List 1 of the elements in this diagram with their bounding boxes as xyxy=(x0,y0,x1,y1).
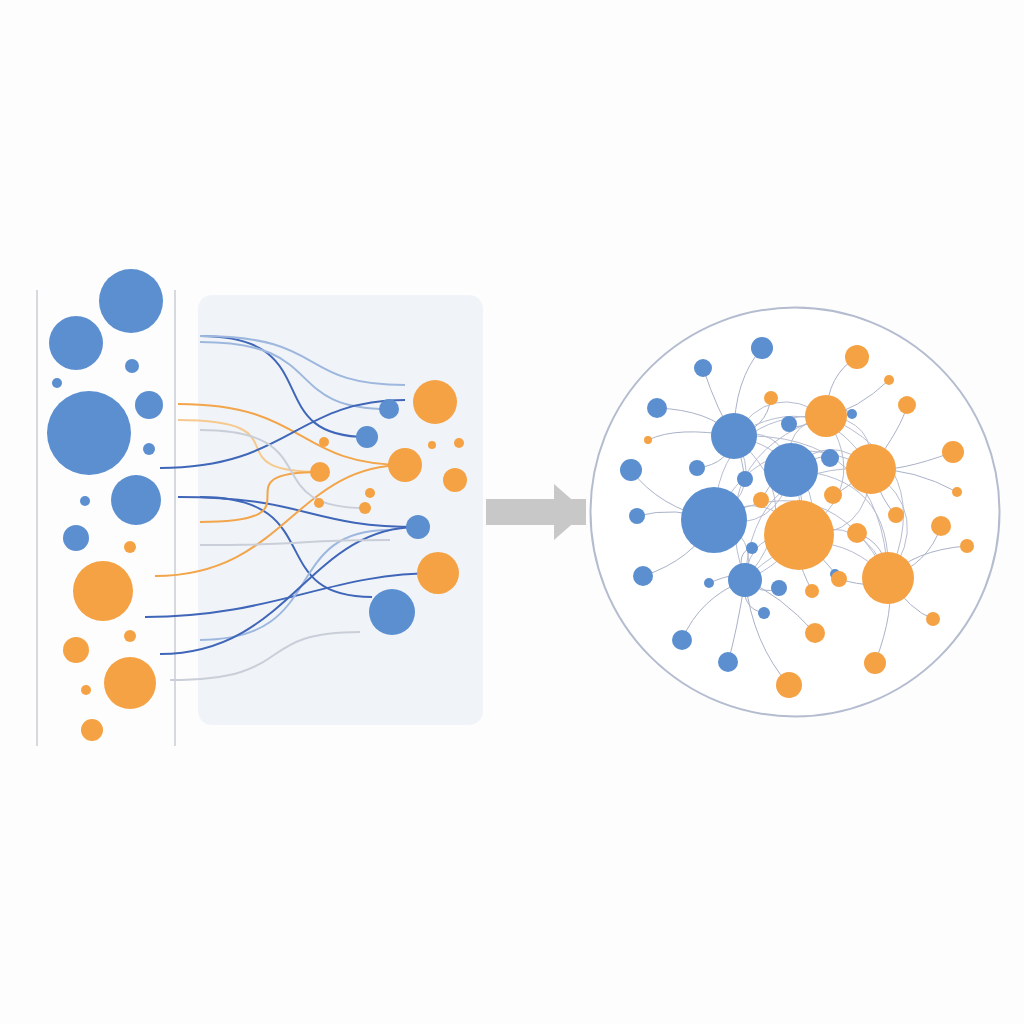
arrow xyxy=(486,484,586,540)
